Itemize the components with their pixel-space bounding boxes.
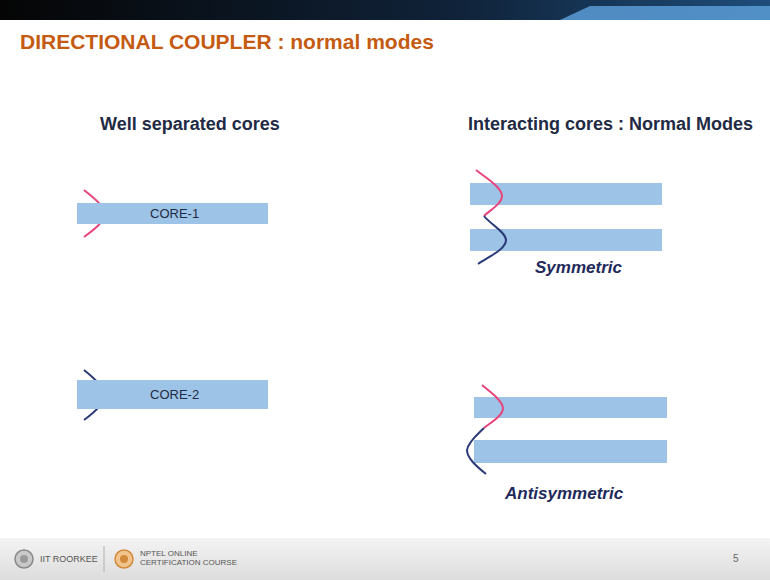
footer-divider — [104, 546, 105, 572]
footer-text: IIT ROORKEE — [40, 554, 98, 564]
core-bar — [470, 229, 662, 251]
footer-text: NPTEL ONLINE CERTIFICATION COURSE — [140, 549, 250, 567]
iit-logo — [15, 550, 33, 568]
core-bar: CORE-1 — [77, 203, 268, 224]
core-label: CORE-1 — [150, 206, 199, 221]
mode-label: Symmetric — [535, 258, 622, 278]
mode-label: Antisymmetric — [505, 484, 623, 504]
section-heading: Well separated cores — [100, 114, 280, 135]
top-bar — [0, 0, 770, 20]
core-label: CORE-2 — [150, 387, 199, 402]
core-bar: CORE-2 — [77, 380, 268, 409]
top-tab — [560, 6, 770, 20]
nptel-logo — [115, 550, 133, 568]
mode-field — [476, 170, 502, 216]
page-number: 5 — [733, 553, 739, 564]
mode-field — [478, 216, 506, 264]
mode-field — [467, 428, 486, 474]
footer-bar — [0, 538, 770, 580]
core-bar — [474, 440, 667, 463]
section-heading: Interacting cores : Normal Modes — [468, 114, 753, 135]
iit-logo — [20, 555, 28, 563]
mode-field — [482, 385, 503, 428]
nptel-logo — [120, 555, 128, 563]
slide-title: DIRECTIONAL COUPLER : normal modes — [20, 30, 434, 54]
